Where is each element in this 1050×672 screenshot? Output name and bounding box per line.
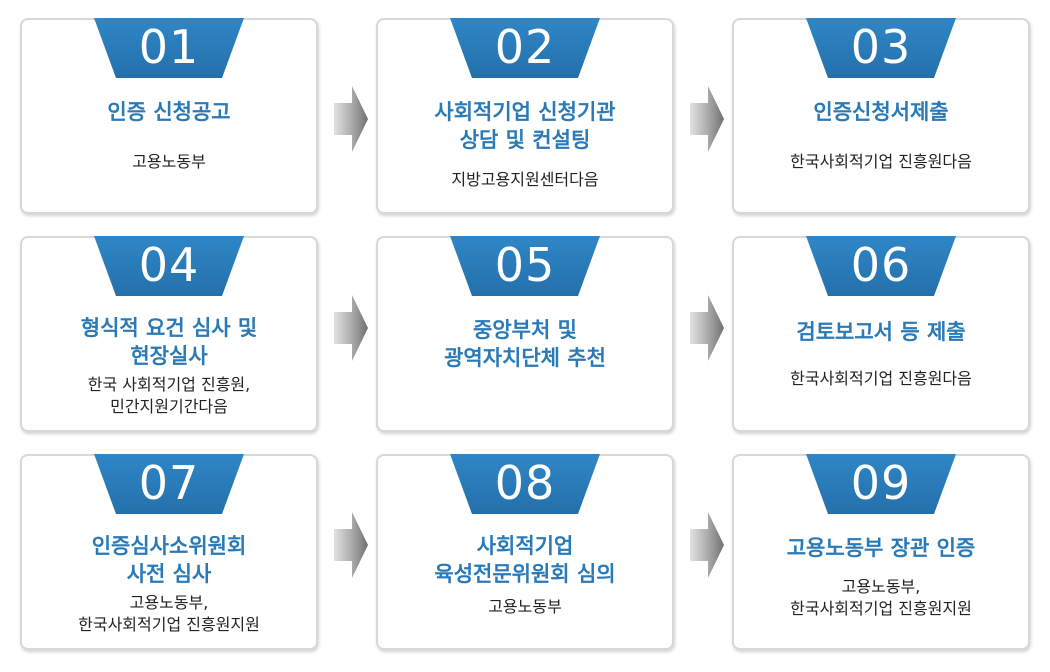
step-number-tab: 05 (450, 236, 600, 296)
step-card-08: 08 사회적기업 육성전문위원회 심의 고용노동부 (376, 454, 674, 650)
step-description: 고용노동부 (132, 152, 206, 171)
step-number-tab: 06 (806, 236, 956, 296)
step-title: 사회적기업 신청기관 상담 및 컨설팅 (434, 100, 616, 152)
step-number: 07 (138, 456, 200, 510)
arrow-right-icon (334, 295, 368, 361)
step-card-04: 04 형식적 요건 심사 및 현장실사 한국 사회적기업 진흥원, 민간지원기간… (20, 236, 318, 432)
step-title: 인증신청서제출 (813, 100, 949, 124)
step-description: 한국사회적기업 진흥원다음 (790, 152, 972, 171)
step-number-tab: 09 (806, 454, 956, 514)
step-card-02: 02 사회적기업 신청기관 상담 및 컨설팅 지방고용지원센터다음 (376, 18, 674, 214)
arrow-right-icon (690, 295, 724, 361)
step-description: 한국 사회적기업 진흥원, 민간지원기간다음 (87, 375, 251, 416)
step-card-01: 01 인증 신청공고 고용노동부 (20, 18, 318, 214)
step-number: 06 (850, 238, 912, 292)
step-number-tab: 03 (806, 18, 956, 78)
step-title: 인증심사소위원회 사전 심사 (91, 534, 247, 586)
step-number-tab: 01 (94, 18, 244, 78)
step-title: 검토보고서 등 제출 (796, 320, 966, 344)
step-number: 05 (494, 238, 556, 292)
arrow-right-icon (334, 512, 368, 578)
step-title: 형식적 요건 심사 및 현장실사 (80, 316, 258, 368)
step-number: 04 (138, 238, 200, 292)
step-description: 지방고용지원센터다음 (451, 170, 599, 189)
step-description: 한국사회적기업 진흥원다음 (790, 369, 972, 388)
step-card-09: 09 고용노동부 장관 인증 고용노동부, 한국사회적기업 진흥원지원 (732, 454, 1030, 650)
step-number: 01 (138, 20, 200, 74)
arrow-right-icon (690, 512, 724, 578)
step-title: 고용노동부 장관 인증 (786, 536, 976, 560)
step-description: 고용노동부, 한국사회적기업 진흥원지원 (78, 593, 260, 634)
step-description: 고용노동부, 한국사회적기업 진흥원지원 (790, 577, 972, 618)
step-number: 08 (494, 456, 556, 510)
step-number: 02 (494, 20, 556, 74)
step-title: 인증 신청공고 (107, 100, 231, 124)
step-title: 사회적기업 육성전문위원회 심의 (434, 534, 616, 586)
step-card-03: 03 인증신청서제출 한국사회적기업 진흥원다음 (732, 18, 1030, 214)
arrow-right-icon (334, 86, 368, 152)
step-title: 중앙부처 및 광역자치단체 추천 (444, 318, 606, 370)
step-number: 09 (850, 456, 912, 510)
step-card-05: 05 중앙부처 및 광역자치단체 추천 (376, 236, 674, 432)
step-number: 03 (850, 20, 912, 74)
step-card-06: 06 검토보고서 등 제출 한국사회적기업 진흥원다음 (732, 236, 1030, 432)
step-number-tab: 08 (450, 454, 600, 514)
step-number-tab: 04 (94, 236, 244, 296)
step-description: 고용노동부 (488, 597, 562, 616)
step-card-07: 07 인증심사소위원회 사전 심사 고용노동부, 한국사회적기업 진흥원지원 (20, 454, 318, 650)
step-number-tab: 02 (450, 18, 600, 78)
arrow-right-icon (690, 86, 724, 152)
step-number-tab: 07 (94, 454, 244, 514)
